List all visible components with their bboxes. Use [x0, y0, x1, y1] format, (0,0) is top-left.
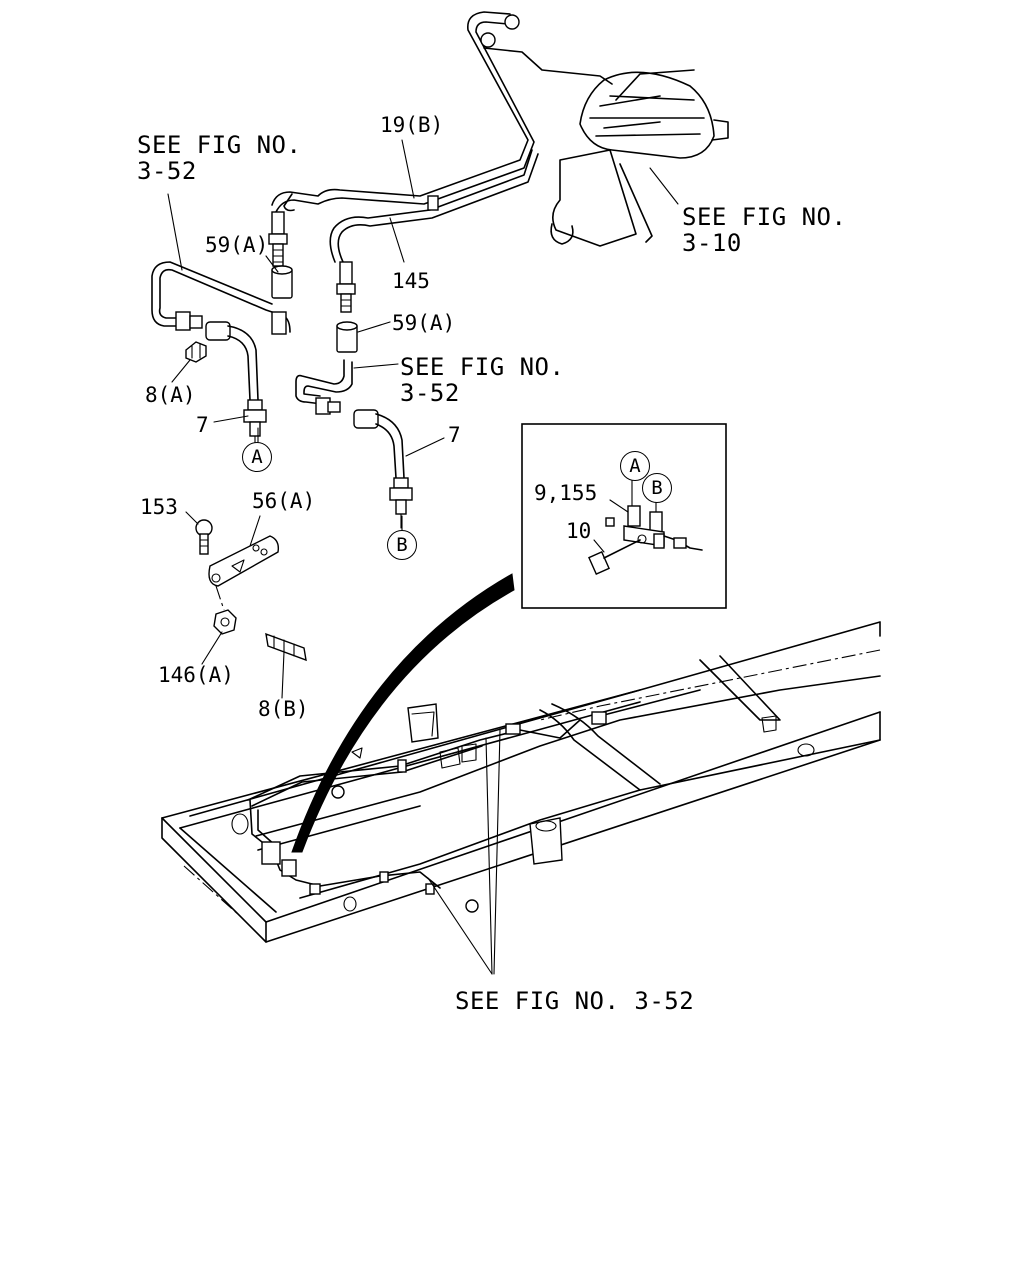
chassis-brake-pipes [247, 689, 701, 913]
top-fittings [427, 14, 520, 211]
part-label-145: 145 [392, 269, 430, 293]
master-cylinder [550, 69, 729, 247]
part-label-10: 10 [566, 519, 592, 543]
detail-inset [521, 423, 727, 609]
detail-pointer [291, 573, 515, 853]
part-label-146a: 146(A) [158, 663, 234, 687]
part-label-8b: 8(B) [258, 697, 309, 721]
bottom-callout-lines [427, 729, 501, 975]
part-label-153: 153 [140, 495, 178, 519]
coupler-59a-left [271, 265, 293, 299]
pipe-fitting-left [268, 211, 288, 267]
inset-connector-mark-b: B [642, 473, 672, 503]
part-label-59a-left: 59(A) [205, 233, 269, 257]
pipe-fitting-right [336, 261, 356, 313]
chassis-frame [161, 621, 881, 943]
clip-8b [265, 632, 307, 662]
part-label-8a: 8(A) [145, 383, 196, 407]
pipe-loop-middle [295, 359, 353, 415]
part-label-7-left: 7 [196, 413, 209, 437]
callout-see-fig-3-52-mid: SEE FIG NO. 3-52 [400, 353, 565, 407]
part-label-56a: 56(A) [252, 489, 316, 513]
coupler-59a-right [336, 321, 358, 353]
brake-pipe-19b [271, 11, 535, 213]
part-label-19b: 19(B) [380, 113, 444, 137]
pipe-loop-left [151, 261, 291, 335]
leader-lines [167, 139, 679, 699]
nut-146a [213, 585, 237, 635]
connector-mark-b: B [387, 530, 417, 560]
part-label-7-right: 7 [448, 423, 461, 447]
inset-connector-mark-a: A [620, 451, 650, 481]
callout-see-fig-3-10: SEE FIG NO. 3-10 [682, 203, 847, 257]
clip-8a [185, 341, 207, 363]
bracket-56a [208, 535, 280, 587]
brake-hose-7-left [205, 321, 267, 445]
part-label-9-155: 9,155 [534, 481, 598, 505]
callout-see-fig-3-52-top: SEE FIG NO. 3-52 [137, 131, 302, 185]
connector-mark-a: A [242, 442, 272, 472]
brake-pipe-145 [329, 47, 613, 263]
callout-see-fig-3-52-bottom: SEE FIG NO. 3-52 [455, 987, 695, 1015]
part-label-59a-right: 59(A) [392, 311, 456, 335]
bolt-153 [195, 519, 213, 555]
brake-hose-7-right [353, 409, 413, 529]
